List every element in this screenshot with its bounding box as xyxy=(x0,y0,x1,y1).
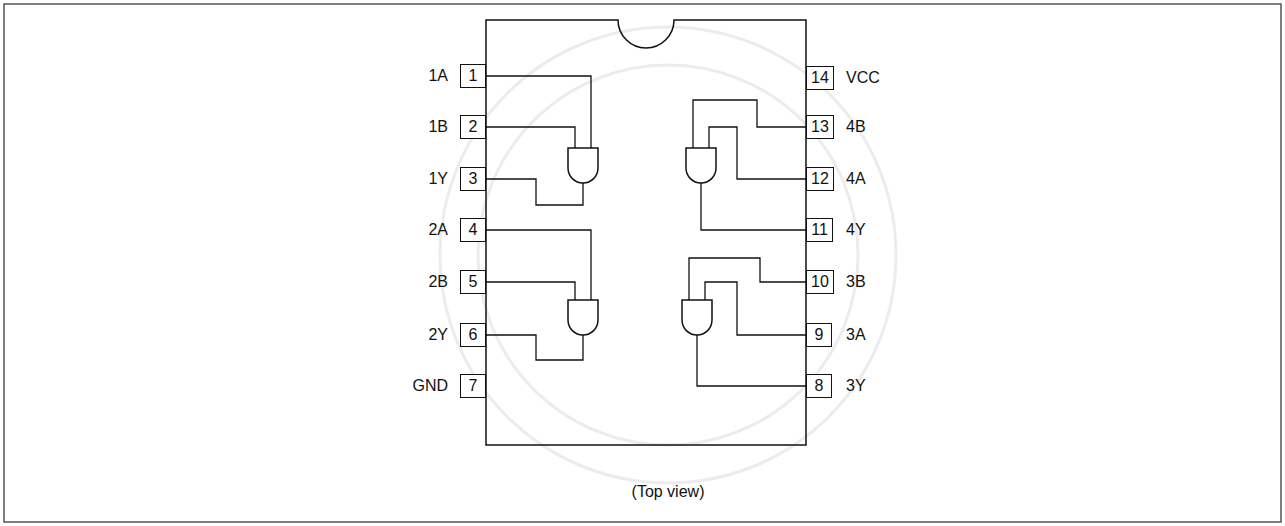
and-gate-symbol xyxy=(682,300,712,335)
view-caption: (Top view) xyxy=(632,484,705,500)
pin-box: 2 xyxy=(460,115,486,139)
wire xyxy=(701,183,806,230)
pin-box: 8 xyxy=(806,374,832,398)
pin-number: 6 xyxy=(469,327,478,343)
chip-body xyxy=(486,20,806,445)
pin-number: 10 xyxy=(811,274,829,290)
pin-box: 13 xyxy=(806,115,834,139)
pin-name: 1Y xyxy=(428,171,448,187)
pin-number: 11 xyxy=(811,222,828,238)
pin-number: 4 xyxy=(469,222,478,238)
pin-number: 1 xyxy=(469,68,478,84)
pin-name: 3A xyxy=(846,327,866,343)
pin-number: 14 xyxy=(811,70,829,86)
pin-name: VCC xyxy=(846,70,880,86)
pin-number: 13 xyxy=(811,119,829,135)
pin-name: 4Y xyxy=(846,222,866,238)
wire xyxy=(697,335,806,386)
pin-box: 6 xyxy=(460,323,486,347)
pin-name: 3Y xyxy=(846,378,866,394)
pin-box: 3 xyxy=(460,167,486,191)
pin-name: 4A xyxy=(846,171,866,187)
pin-box: 5 xyxy=(460,270,486,294)
pin-box: 1 xyxy=(460,64,486,88)
and-gate-symbol xyxy=(686,148,716,183)
wire xyxy=(486,127,575,148)
seal-ring xyxy=(440,27,896,483)
pin-number: 8 xyxy=(815,378,824,394)
pin-name: 1A xyxy=(428,68,448,84)
pin-box: 12 xyxy=(806,167,834,191)
pin-name: 2Y xyxy=(428,327,448,343)
pin-number: 2 xyxy=(469,119,478,135)
wire xyxy=(486,282,575,300)
pin-box: 4 xyxy=(460,218,486,242)
pin-name: 4B xyxy=(846,119,866,135)
wires xyxy=(486,76,806,386)
pin-box: 11 xyxy=(806,218,833,242)
pin-box: 14 xyxy=(806,66,834,90)
pin-number: 12 xyxy=(811,171,829,187)
pin-box: 10 xyxy=(806,270,834,294)
wire xyxy=(486,230,591,300)
frame xyxy=(4,4,1281,522)
pin-number: 7 xyxy=(469,378,478,394)
watermark-seal xyxy=(440,27,896,483)
and-gate-symbol xyxy=(568,148,598,183)
and-gate-symbol xyxy=(568,300,598,335)
pin-number: 3 xyxy=(469,171,478,187)
pin-box: 9 xyxy=(806,323,832,347)
wire xyxy=(486,76,591,148)
wire xyxy=(689,258,806,300)
wire xyxy=(709,127,806,179)
wire xyxy=(486,335,583,360)
pin-name: 3B xyxy=(846,274,866,290)
pin-name: 2A xyxy=(428,222,448,238)
and-gates xyxy=(568,148,716,335)
pin-number: 9 xyxy=(815,327,824,343)
pin-name: 2B xyxy=(428,274,448,290)
wire xyxy=(486,179,583,205)
pin-box: 7 xyxy=(460,374,486,398)
wire xyxy=(693,100,806,148)
pin-number: 5 xyxy=(469,274,478,290)
wire xyxy=(705,282,806,335)
seal-ring xyxy=(478,65,858,445)
pin-name: 1B xyxy=(428,119,448,135)
pin-name: GND xyxy=(412,378,448,394)
